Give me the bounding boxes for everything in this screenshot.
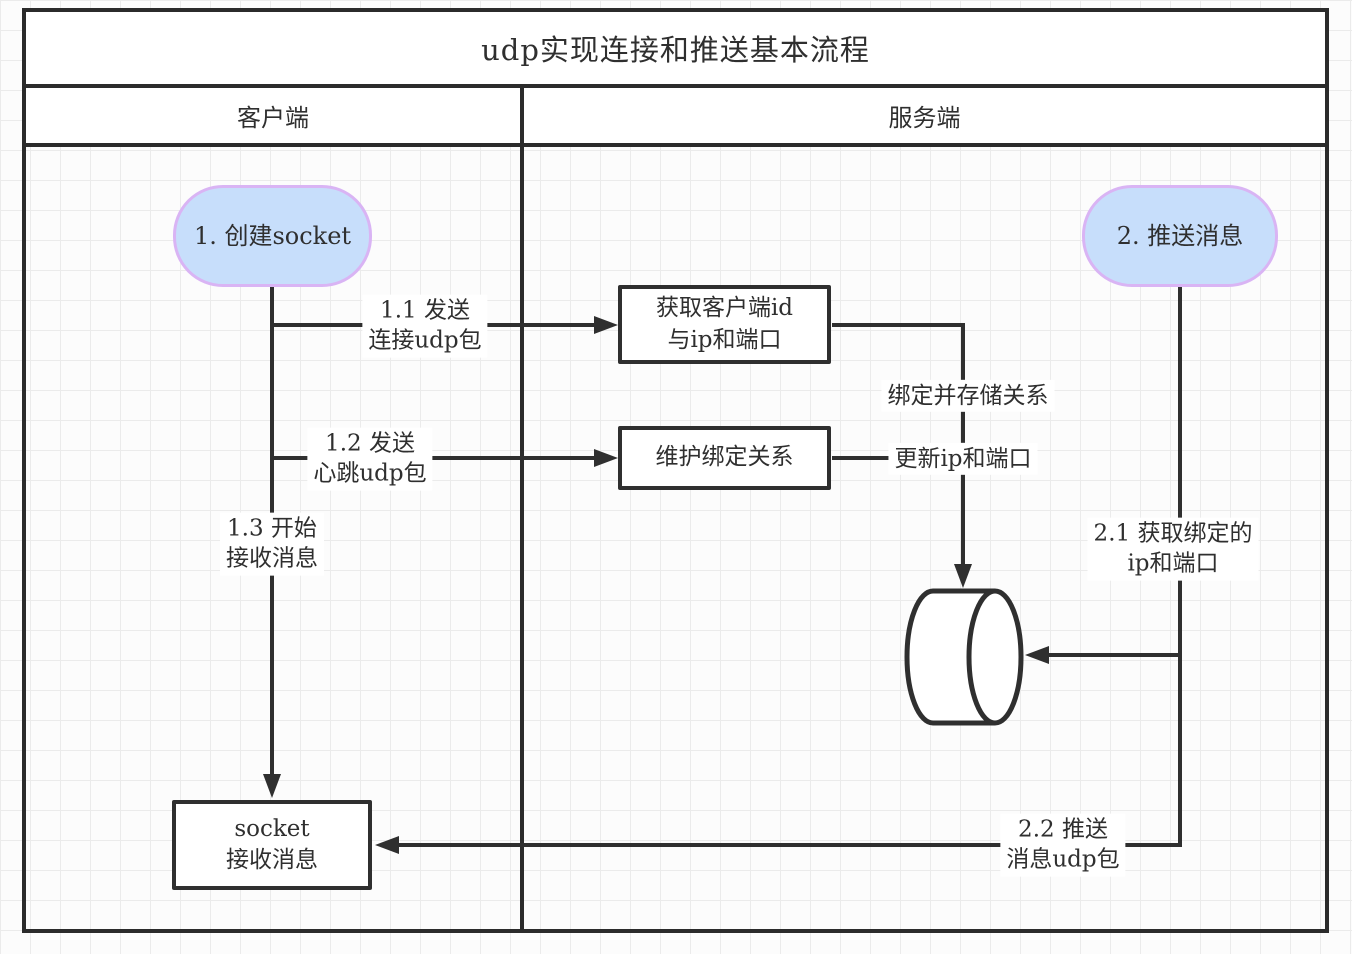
arrowhead-right-get-client: [594, 316, 618, 334]
edge-label-get-binding: 2.1 获取绑定的 ip和端口: [1087, 517, 1259, 581]
node-create-socket: 1. 创建socket: [173, 185, 372, 287]
arrowhead-right-maintain: [594, 449, 618, 467]
lane-header-server: 服务端: [520, 84, 1329, 147]
edge-label-send-connect: 1.1 发送 连接udp包: [362, 294, 488, 358]
edge-label-send-heartbeat: 1.2 发送 心跳udp包: [307, 427, 433, 491]
node-socket-receive: socket 接收消息: [172, 800, 372, 890]
datastore-cylinder-icon: [904, 588, 1024, 726]
node-maintain-binding: 维护绑定关系: [618, 426, 831, 490]
edge-label-update-ip: 更新ip和端口: [888, 442, 1038, 476]
lane-divider: [520, 143, 524, 933]
edge-label-bind-store: 绑定并存储关系: [881, 379, 1055, 413]
edge-push-udp-line: [399, 287, 1182, 847]
edge-label-start-receive: 1.3 开始 接收消息: [220, 512, 324, 576]
arrowhead-left-socket-receive: [375, 836, 399, 854]
edge-label-push-udp: 2.2 推送 消息udp包: [1000, 813, 1126, 877]
node-get-client-id: 获取客户端id 与ip和端口: [618, 285, 831, 364]
arrowhead-left-datastore: [1025, 646, 1049, 664]
lane-header-client: 客户端: [22, 84, 524, 147]
arrowhead-down-datastore: [954, 564, 972, 588]
arrowhead-down-socket-receive: [263, 774, 281, 798]
edge-bind-store-line: [832, 323, 965, 564]
node-push-message: 2. 推送消息: [1082, 185, 1278, 287]
